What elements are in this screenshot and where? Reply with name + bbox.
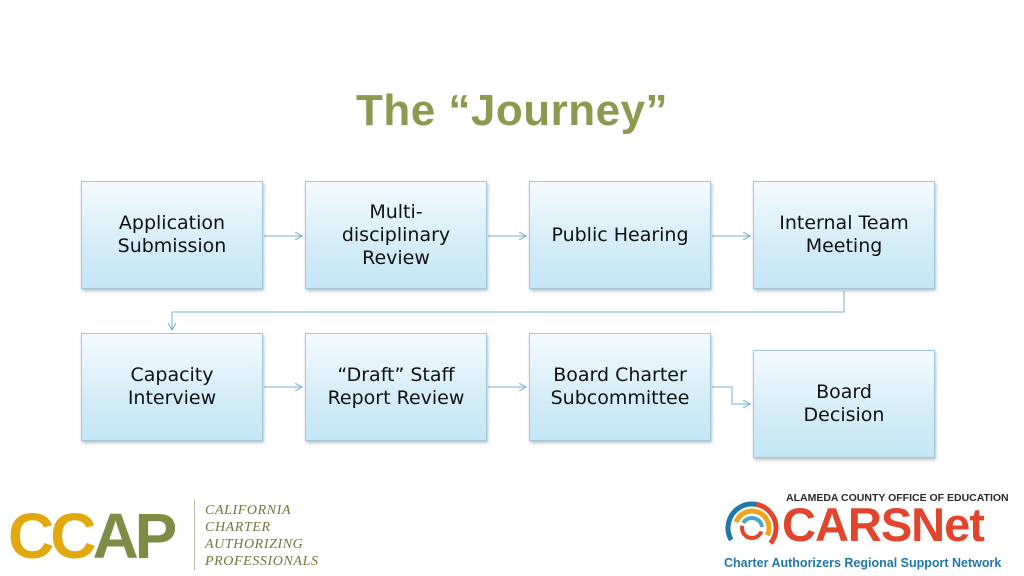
step-label: Board Decision [803,381,885,426]
step-board-decision: Board Decision [753,350,935,458]
ccap-logo-mark: CCAP [8,500,177,572]
step-label: Capacity Interview [127,364,217,409]
step-capacity-interview: Capacity Interview [81,333,263,441]
step-internal-team-meeting: Internal Team Meeting [753,181,935,289]
arrow-4-5 [172,291,845,330]
step-label: “Draft” Staff Report Review [327,364,465,409]
step-public-hearing: Public Hearing [529,181,711,289]
step-board-charter-subcommittee: Board Charter Subcommittee [529,333,711,441]
slide-title: The “Journey” [355,86,669,135]
carsnet-tagline: Charter Authorizers Regional Support Net… [724,556,1002,570]
step-label: Multi- disciplinary Review [341,200,451,269]
carsnet-logo: ALAMEDA COUNTY OFFICE OF EDUCATION CARSN… [722,492,1018,572]
step-application-submission: Application Submission [81,181,263,289]
step-multidisciplinary-review: Multi- disciplinary Review [305,181,487,289]
step-label: Public Hearing [551,223,689,246]
carsnet-wordmark: CARSNet [782,498,985,551]
step-draft-staff-report-review: “Draft” Staff Report Review [305,333,487,441]
arrow-7-8 [712,386,750,404]
step-label: Internal Team Meeting [779,212,909,257]
carsnet-org-name: ALAMEDA COUNTY OFFICE OF EDUCATION [786,492,1009,504]
ccap-divider [194,500,195,570]
step-label: Board Charter Subcommittee [550,364,690,409]
step-label: Application Submission [117,212,227,257]
ccap-wordmark: CALIFORNIA CHARTER AUTHORIZING PROFESSIO… [205,503,319,569]
carsnet-swirl-icon [725,501,779,555]
